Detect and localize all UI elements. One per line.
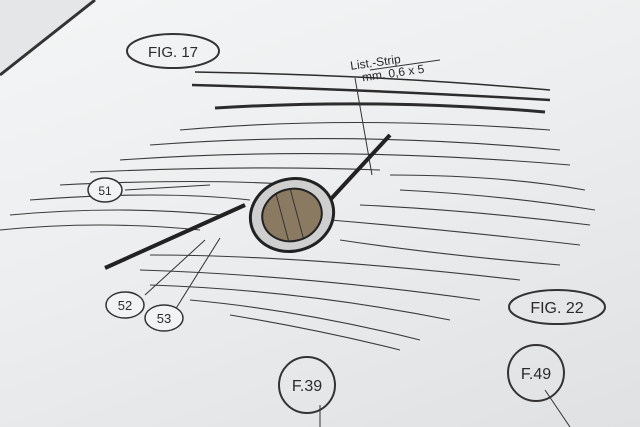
f49-label: F.49 [521, 366, 551, 383]
annotation-underline [369, 59, 441, 71]
edge-line [0, 0, 96, 77]
fig17-label: FIG. 17 [148, 44, 198, 61]
rails [191, 71, 551, 114]
fig22-bubble [508, 289, 606, 325]
callout-51: 51 [98, 184, 112, 198]
list-strip-right [328, 133, 392, 202]
leaders [124, 77, 571, 427]
fig22-label: FIG. 22 [530, 300, 583, 317]
callout-52: 52 [118, 298, 132, 313]
callout-53: 53 [157, 311, 171, 326]
fig17-bubble [126, 33, 220, 69]
f49-bubble [507, 344, 565, 402]
f39-bubble [278, 356, 336, 414]
hatch [248, 177, 336, 253]
callout-51-bubble [87, 177, 123, 203]
list-strip-left [104, 203, 246, 270]
callout-52-bubble [105, 291, 145, 319]
callout-53-bubble [144, 304, 184, 332]
f39-label: F.39 [292, 378, 322, 395]
